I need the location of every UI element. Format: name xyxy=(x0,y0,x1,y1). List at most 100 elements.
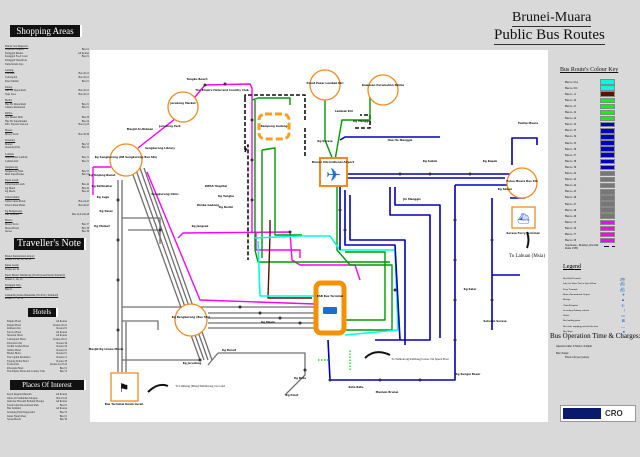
bus-stop-marker[interactable] xyxy=(303,368,307,372)
shop-name: Hua Ho Department xyxy=(5,89,27,93)
station-label-sengkurong: Kg Sengkurong (KB Sengkurong Bus Stn) xyxy=(95,155,158,159)
bus-stop-marker[interactable] xyxy=(250,198,254,202)
shop-name: Serasa xyxy=(5,230,12,234)
place-name: Bus Terminal xyxy=(7,407,21,411)
bus-stop-marker[interactable] xyxy=(203,83,207,87)
place-routes: Bus 39 xyxy=(59,418,67,422)
bus-stop-marker[interactable] xyxy=(116,328,120,332)
route-line-magenta xyxy=(137,83,253,232)
bus-stop-marker[interactable] xyxy=(453,258,457,262)
hotel-name: Empire Hotel xyxy=(7,320,22,323)
hub-pusat-pasar[interactable] xyxy=(309,69,341,101)
place-routes: Bus 55 xyxy=(59,410,67,414)
colour-key-item: Bus no. 56 xyxy=(565,225,615,232)
bus-stop-marker[interactable] xyxy=(223,82,227,86)
bus-stop-marker[interactable] xyxy=(298,321,302,325)
place-name: Serasa Beach xyxy=(7,418,21,422)
route-line-magenta xyxy=(146,171,316,305)
bus-stop-marker[interactable] xyxy=(238,305,242,309)
bus-stop-marker[interactable] xyxy=(378,378,382,382)
bus-stop-marker[interactable] xyxy=(258,311,262,315)
bus-stop-marker[interactable] xyxy=(393,288,397,292)
legend-item: Bus route stopping point & direction— xyxy=(563,324,625,329)
route-line-magenta xyxy=(255,232,301,258)
hub-bengkurong[interactable] xyxy=(174,303,208,337)
airport-box[interactable] xyxy=(319,157,348,187)
operation-time: Operation time: 6.30am to 6.00pm xyxy=(556,345,592,348)
bus-stop-marker[interactable] xyxy=(328,378,332,382)
colour-swatch xyxy=(600,225,615,232)
shop-name: Centrepoint xyxy=(5,75,18,79)
station-label-kg-pasai: Kg Pasai xyxy=(100,209,113,213)
colour-key-item: Bus no. 44 xyxy=(565,182,615,189)
hotel-name: Tanjong Pelita Hotel xyxy=(7,359,29,363)
logo-mark: CRO xyxy=(605,409,623,418)
hotel-routes: Bus 55 xyxy=(59,370,67,374)
colour-key-label: Bus no. 36 xyxy=(565,147,577,151)
shopping-areas-heading: Shopping Areas xyxy=(10,25,82,37)
bus-stop-marker[interactable] xyxy=(278,316,282,320)
route-line-green xyxy=(261,147,302,258)
bus-stop-marker[interactable] xyxy=(116,238,120,242)
colour-swatch xyxy=(600,85,615,91)
station-label-ripas: RIPAS Hospital xyxy=(205,184,227,188)
legend-item: Bus Stops● xyxy=(563,329,625,334)
hotel-name: The Empire Hotel and Country Club xyxy=(7,370,45,374)
colour-key-item: Bus no. 37 xyxy=(565,152,615,158)
bus-stop-marker[interactable] xyxy=(116,198,120,202)
hub-pulau-muara[interactable] xyxy=(506,167,538,199)
shop-route: Bus 55 xyxy=(81,142,89,146)
colour-key-label: Stop Route - Mondays (Circular Route UTB… xyxy=(565,243,599,250)
station-label-jerudong-park: Jerudong Park xyxy=(158,124,181,128)
hub-rimba[interactable] xyxy=(367,74,399,106)
legend-title: Legend xyxy=(563,264,581,270)
bus-stop-marker[interactable] xyxy=(198,358,202,362)
bus-stop-marker[interactable] xyxy=(250,118,254,122)
bus-stop-marker[interactable] xyxy=(158,228,162,232)
shopping-area-heading: Rimba: xyxy=(5,112,13,116)
bus-stop-marker[interactable] xyxy=(490,298,494,302)
shop-route: Bus 01 xyxy=(81,55,89,59)
bus-stop-marker[interactable] xyxy=(343,228,347,232)
ferry-terminal-box[interactable] xyxy=(511,206,536,229)
colour-key-title: Bus Route's Colour Key xyxy=(560,67,619,73)
colour-swatch xyxy=(600,79,615,85)
station-label-bus-terminal-sw: Bus Terminal Kuala Lurah xyxy=(105,402,144,406)
colour-swatch xyxy=(600,182,615,189)
legend-item: Secondary/Primary schools! xyxy=(563,308,625,313)
station-label-lambak: Lambak Kiri xyxy=(335,109,353,113)
bus-stop-marker[interactable] xyxy=(428,172,432,176)
hotel-routes: Routes 22,23,24 xyxy=(50,363,67,367)
shop-route: Bus 42,43,46,48 xyxy=(71,213,89,217)
place-row: Serasa Beach Bus 39 xyxy=(7,418,67,422)
colour-key-item: Bus no. 36 xyxy=(565,146,615,152)
bus-stop-marker[interactable] xyxy=(288,230,292,234)
bus-stop-marker[interactable] xyxy=(338,208,342,212)
place-routes: Bus 01,20 xyxy=(56,396,67,400)
bus-stop-marker[interactable] xyxy=(490,238,494,242)
hub-gadong[interactable] xyxy=(257,112,291,141)
bus-stop-marker[interactable] xyxy=(468,172,472,176)
bus-stop-marker[interactable] xyxy=(398,172,402,176)
station-label-to-labuan: To Labuan (Msia) xyxy=(509,254,545,259)
bus-stop-marker[interactable] xyxy=(453,338,457,342)
bus-terminal-sw-box[interactable] xyxy=(110,372,139,402)
bus-stop-marker[interactable] xyxy=(453,298,457,302)
hub-jerudong[interactable] xyxy=(167,91,199,123)
bus-stop-marker[interactable] xyxy=(453,218,457,222)
bus-stop-marker[interactable] xyxy=(418,378,422,382)
colour-key-item: Bus no. 24 xyxy=(565,115,615,122)
station-label-pusat-pasar: Pusat Pasar Lambak Kiri xyxy=(307,81,344,85)
bus-stop-marker[interactable] xyxy=(116,278,120,282)
bus-stop-marker[interactable] xyxy=(250,158,254,162)
places-of-interest-heading: Places Of Interest xyxy=(10,380,86,390)
hub-sengkurong[interactable] xyxy=(109,143,143,177)
colour-swatch xyxy=(600,207,615,213)
